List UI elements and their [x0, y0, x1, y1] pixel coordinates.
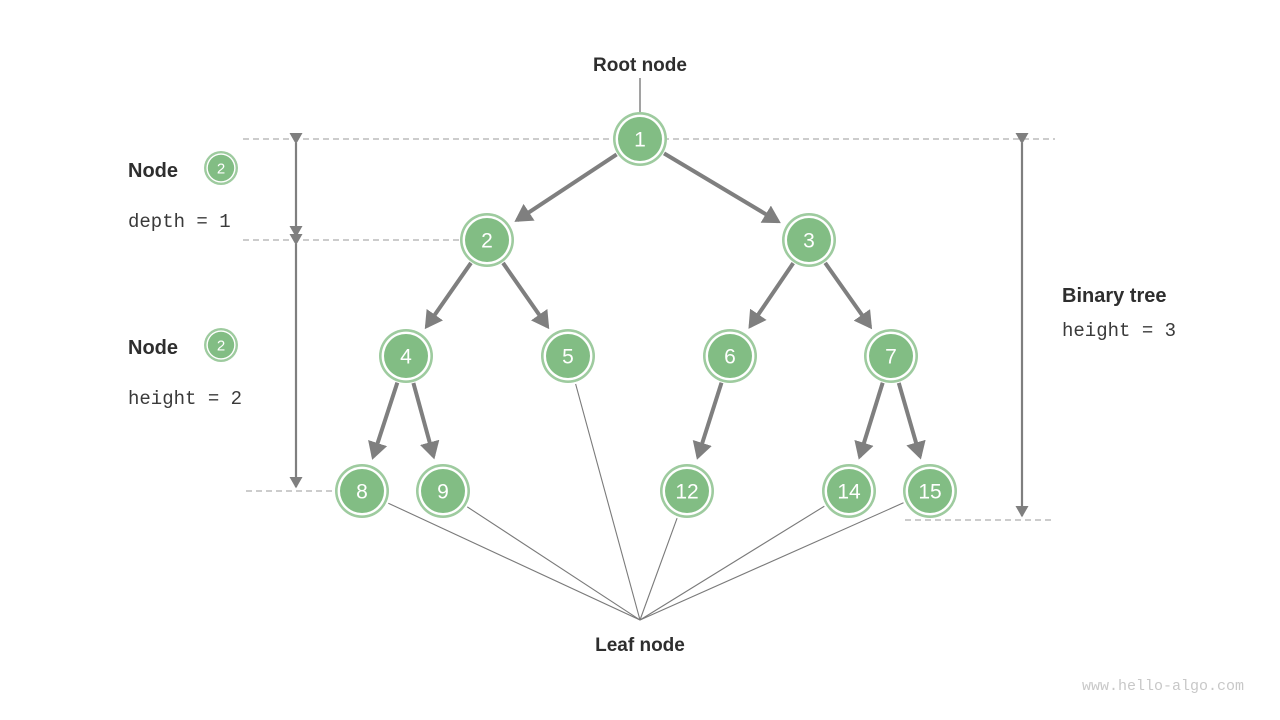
node-depth-word: Node: [128, 160, 178, 182]
node-value-12: 12: [675, 481, 698, 504]
tree-edge-n2-n5: [501, 261, 550, 330]
tree-node-3[interactable]: 3: [782, 213, 836, 267]
leaf-ray-n15: [639, 502, 904, 621]
node-depth-annotation: Node 2 depth = 1: [128, 151, 238, 233]
node-height-annotation: Node 2 height = 2: [128, 328, 242, 410]
tree-edge-n3-n6: [748, 262, 795, 329]
node-depth-badge-value: 2: [217, 161, 225, 178]
node-height-detail: height = 2: [128, 388, 242, 410]
node-fill-8: [340, 469, 384, 513]
tree-edge-n6-n12: [692, 382, 724, 460]
node-value-8: 8: [356, 481, 368, 504]
node-height-word: Node: [128, 337, 178, 359]
tree-node-14[interactable]: 14: [822, 464, 876, 518]
tree-node-7[interactable]: 7: [864, 329, 918, 383]
tree-edge-n1-n3: [663, 151, 781, 224]
node-fill-6: [708, 334, 752, 378]
leaf-ray-n9: [466, 506, 641, 621]
node-fill-12: [665, 469, 709, 513]
tree-edge-n4-n9: [411, 382, 440, 460]
node-value-4: 4: [400, 346, 412, 369]
node-fill-14: [827, 469, 871, 513]
node-fill-2: [465, 218, 509, 262]
watermark-label: www.hello-algo.com: [1082, 678, 1244, 695]
tree-edges: [368, 151, 926, 460]
tree-node-12[interactable]: 12: [660, 464, 714, 518]
tree-edge-n7-n14: [854, 382, 885, 460]
tree-edge-n2-n4: [424, 261, 473, 330]
node-depth-badge-fill: [207, 154, 235, 182]
tree-node-4[interactable]: 4: [379, 329, 433, 383]
tree-height-title: Binary tree: [1062, 285, 1167, 307]
node-height-badge-fill: [207, 331, 235, 359]
guide-lines: [243, 138, 1055, 521]
node-value-5: 5: [562, 346, 574, 369]
tree-edge-n3-n7: [823, 261, 873, 330]
node-value-14: 14: [837, 481, 861, 504]
leaf-node-label: Leaf node: [595, 635, 685, 656]
node-value-6: 6: [724, 346, 736, 369]
node-fill-7: [869, 334, 913, 378]
node-fill-15: [908, 469, 952, 513]
node-value-9: 9: [437, 481, 449, 504]
leaf-ray-n12: [639, 518, 678, 621]
node-value-7: 7: [885, 346, 897, 369]
node-value-15: 15: [918, 481, 941, 504]
tree-height-detail: height = 3: [1062, 320, 1176, 342]
dimension-arrows: [289, 132, 1029, 518]
leaf-ray-n14: [639, 505, 825, 621]
leaf-ray-n8: [388, 502, 641, 621]
tree-node-1[interactable]: 1: [613, 112, 667, 166]
tree-edge-n1-n2: [514, 152, 618, 222]
tree-node-9[interactable]: 9: [416, 464, 470, 518]
tree-node-8[interactable]: 8: [335, 464, 389, 518]
node-fill-9: [421, 469, 465, 513]
root-node-label: Root node: [593, 55, 687, 76]
tree-node-5[interactable]: 5: [541, 329, 595, 383]
node-fill-1: [618, 117, 662, 161]
node-fill-5: [546, 334, 590, 378]
node-value-1: 1: [634, 129, 646, 152]
tree-node-6[interactable]: 6: [703, 329, 757, 383]
leaf-node-rays: [388, 383, 904, 621]
node-height-badge-value: 2: [217, 338, 225, 355]
tree-edge-n7-n15: [896, 382, 926, 460]
tree-height-annotation: Binary tree height = 3: [1062, 285, 1176, 342]
tree-node-15[interactable]: 15: [903, 464, 957, 518]
node-depth-detail: depth = 1: [128, 211, 231, 233]
tree-node-2[interactable]: 2: [460, 213, 514, 267]
node-fill-4: [384, 334, 428, 378]
tree-edge-n4-n8: [368, 382, 400, 460]
node-value-3: 3: [803, 230, 815, 253]
node-fill-3: [787, 218, 831, 262]
leaf-ray-n5: [575, 383, 641, 621]
node-value-2: 2: [481, 230, 493, 253]
